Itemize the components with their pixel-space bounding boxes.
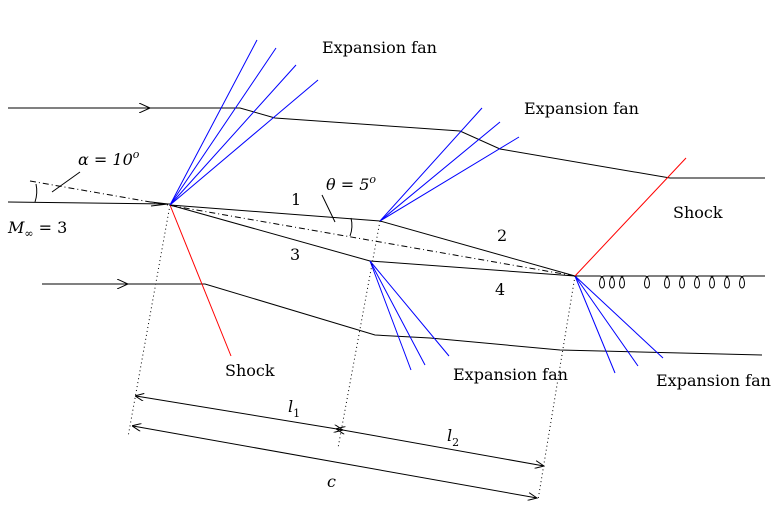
diamond-airfoil xyxy=(29,180,576,277)
expansion-fan-mid-lower xyxy=(369,260,450,371)
expansion-fan-trailing-lower xyxy=(574,275,664,374)
l1-symbol: l xyxy=(288,397,293,416)
label-expansion-fan-top-left: Expansion fan xyxy=(322,38,437,57)
l1-subscript: 1 xyxy=(293,407,300,420)
construction-dotted-lines xyxy=(127,204,576,501)
expansion-fan-leading-upper xyxy=(169,39,319,206)
label-shock-right: Shock xyxy=(673,203,723,222)
label-region-1: 1 xyxy=(291,190,301,209)
alpha-angle-arc xyxy=(34,183,38,203)
wake-loops-extra xyxy=(609,275,730,289)
mach-subscript: ∞ xyxy=(24,227,33,240)
mach-symbol: M xyxy=(7,218,25,237)
label-region-3: 3 xyxy=(290,245,300,264)
label-alpha: α = 10o xyxy=(78,148,140,169)
label-expansion-fan-top-mid: Expansion fan xyxy=(524,99,639,118)
alpha-text: α = 10 xyxy=(78,150,133,169)
airfoil-lower-fore xyxy=(169,204,371,262)
label-shock-left: Shock xyxy=(225,361,275,380)
shock-trailing-upper xyxy=(574,157,687,277)
expansion-fan-mid-upper xyxy=(379,107,520,222)
label-l1: l1 xyxy=(288,397,300,420)
label-mach: M∞ = 3 xyxy=(7,218,67,240)
theta-text: θ = 5 xyxy=(326,175,369,194)
middle-streamline xyxy=(7,201,171,207)
top-streamline xyxy=(8,108,765,179)
theta-superscript: o xyxy=(369,173,376,186)
label-region-4: 4 xyxy=(495,280,505,299)
label-expansion-fan-bottom-right: Expansion fan xyxy=(656,371,771,390)
label-region-2: 2 xyxy=(497,226,507,245)
label-chord: c xyxy=(327,472,336,491)
dimension-l1 xyxy=(136,396,343,430)
alpha-leader xyxy=(51,171,81,193)
chord-line xyxy=(29,180,576,277)
label-l2: l2 xyxy=(447,426,459,449)
airfoil-upper-aft xyxy=(379,220,576,277)
airfoil-lower-aft xyxy=(369,260,576,277)
theta-leader xyxy=(321,194,336,223)
bottom-streamline xyxy=(42,284,763,356)
l2-subscript: 2 xyxy=(452,436,459,449)
mach-value: = 3 xyxy=(34,218,68,237)
l2-symbol: l xyxy=(447,426,452,445)
dimension-c xyxy=(133,426,537,498)
wake-vortex-sheet xyxy=(575,275,765,289)
airfoil-upper-fore xyxy=(169,204,381,222)
label-expansion-fan-bottom-mid: Expansion fan xyxy=(453,365,568,384)
theta-angle-arc xyxy=(349,217,353,237)
shock-leading-lower xyxy=(169,204,232,357)
alpha-superscript: o xyxy=(133,148,140,161)
dimension-l2 xyxy=(337,429,544,466)
label-theta: θ = 5o xyxy=(326,173,376,194)
